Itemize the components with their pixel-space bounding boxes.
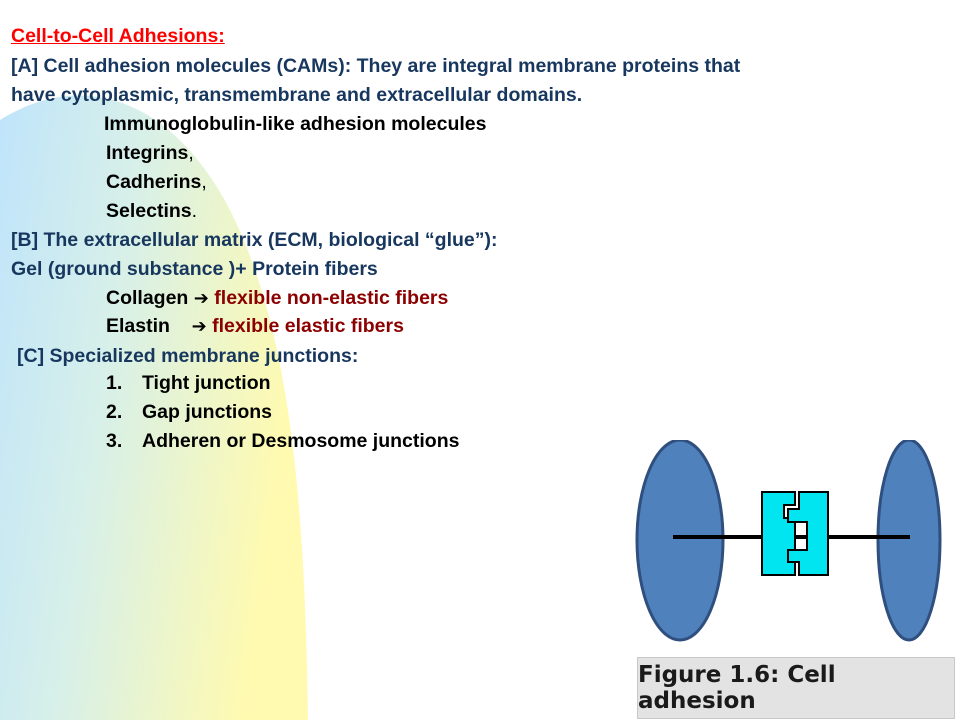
cam-item: Integrins, — [106, 142, 194, 164]
cam-right-half — [787, 491, 829, 576]
cam-item: Immunoglobulin-like adhesion molecules — [104, 113, 487, 135]
figure-caption: Figure 1.6: Cell adhesion — [638, 662, 836, 714]
slide-heading: Cell-to-Cell Adhesions: — [11, 25, 225, 47]
cell-adhesion-diagram — [630, 440, 960, 657]
left-cell — [635, 440, 725, 642]
fiber-item-elastin: Elastin ➔ flexible elastic fibers — [106, 315, 404, 337]
section-b-line-1: [B] The extracellular matrix (ECM, biolo… — [11, 229, 498, 251]
right-cell — [876, 440, 942, 642]
cam-left-half — [761, 491, 796, 576]
junction-item: 3.Adheren or Desmosome junctions — [106, 430, 460, 452]
cam-item: Cadherins, — [106, 171, 207, 193]
junction-item: 1.Tight junction — [106, 372, 271, 394]
arrow-right-icon: ➔ — [193, 288, 209, 309]
fiber-item-collagen: Collagen ➔ flexible non-elastic fibers — [106, 287, 449, 309]
section-c-title: [C] Specialized membrane junctions: — [17, 345, 359, 367]
figure-caption-box: Figure 1.6: Cell adhesion — [637, 657, 955, 719]
background-swoosh — [0, 95, 308, 720]
section-b-line-2: Gel (ground substance )+ Protein fibers — [11, 258, 378, 280]
arrow-right-icon: ➔ — [191, 316, 207, 337]
section-a-line-1: [A] Cell adhesion molecules (CAMs): They… — [11, 55, 741, 77]
section-a-line-2: have cytoplasmic, transmembrane and extr… — [11, 84, 583, 106]
cam-item: Selectins. — [106, 200, 198, 222]
junction-item: 2.Gap junctions — [106, 401, 273, 423]
